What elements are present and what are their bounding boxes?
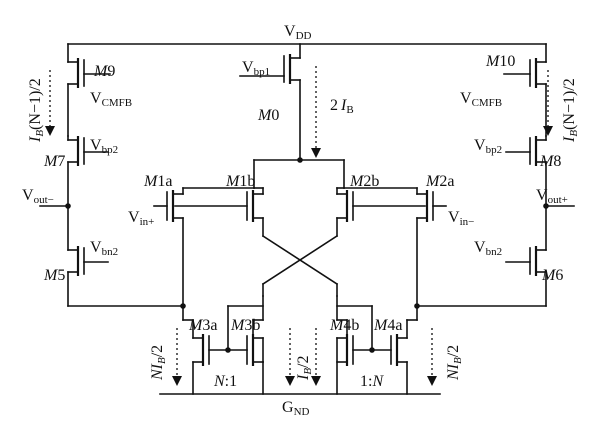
vout-minus-label: Vout− bbox=[22, 187, 54, 206]
tail-node-dot bbox=[297, 157, 303, 163]
cross-coupling bbox=[261, 234, 339, 297]
m8-label: M8 bbox=[539, 153, 561, 170]
vbn2-left-label: Vbn2 bbox=[90, 239, 118, 258]
vout-plus-dot bbox=[543, 203, 549, 209]
nib-right-arrow bbox=[427, 328, 437, 386]
ib-n1-left-arrow bbox=[45, 70, 55, 136]
vbn2-right-label: Vbn2 bbox=[474, 239, 502, 258]
vdd-label: VDD bbox=[284, 23, 312, 42]
transistor-m3b bbox=[227, 319, 264, 395]
transistor-m0 bbox=[239, 43, 301, 161]
ratio-left-label: N:1 bbox=[213, 373, 237, 390]
m2a-label: M2a bbox=[425, 173, 454, 190]
m0-label: M0 bbox=[257, 107, 279, 124]
ib-n1-left-label: IB(N−1)/2 bbox=[27, 78, 46, 143]
nib-left-label: NIB/2 bbox=[149, 345, 168, 381]
m4a-label: M4a bbox=[373, 317, 402, 334]
vout-plus-label: Vout+ bbox=[536, 187, 568, 206]
gnd-label: GND bbox=[282, 399, 310, 418]
m4b-label: M4b bbox=[329, 317, 359, 334]
transistor-m4a bbox=[371, 319, 418, 395]
ib-n1-right-label: IB(N−1)/2 bbox=[561, 78, 580, 143]
two-ib-arrow bbox=[311, 66, 321, 158]
transistor-m2a bbox=[343, 187, 447, 307]
vcmfb-left-label: VCMFB bbox=[90, 90, 132, 109]
m3a-label: M3a bbox=[188, 317, 217, 334]
transistor-m4b bbox=[336, 319, 373, 395]
transistor-m9 bbox=[67, 43, 111, 137]
m6-label: M6 bbox=[541, 267, 563, 284]
svg-text:NIB/2: NIB/2 bbox=[149, 345, 168, 381]
m7-label: M7 bbox=[43, 153, 65, 170]
ib-n1-right-arrow bbox=[543, 70, 553, 136]
ib-half-right-arrow bbox=[311, 328, 321, 386]
nib-left-arrow bbox=[172, 328, 182, 386]
vbp1-label: Vbp1 bbox=[242, 59, 270, 78]
transistor-m1a bbox=[153, 159, 255, 307]
vout-minus-dot bbox=[65, 203, 71, 209]
vbp2-left-label: Vbp2 bbox=[90, 137, 118, 156]
ib-half-label: IB/2 bbox=[295, 355, 314, 381]
m2b-label: M2b bbox=[349, 173, 379, 190]
svg-text:IB(N−1)/2: IB(N−1)/2 bbox=[561, 78, 580, 143]
vin-minus-label: Vin− bbox=[448, 209, 474, 228]
transistor-m1b bbox=[174, 187, 264, 237]
transistor-m5 bbox=[67, 246, 109, 307]
m1a-label: M1a bbox=[143, 173, 172, 190]
svg-text:IB(N−1)/2: IB(N−1)/2 bbox=[27, 78, 46, 143]
m1b-label: M1b bbox=[225, 173, 255, 190]
ratio-right-label: 1:N bbox=[360, 373, 384, 390]
svg-text:IB/2: IB/2 bbox=[295, 355, 314, 381]
vin-plus-label: Vin+ bbox=[128, 209, 154, 228]
nib-right-label: NIB/2 bbox=[445, 345, 464, 381]
transistor-m6 bbox=[505, 246, 547, 307]
m10-label: M10 bbox=[485, 53, 515, 70]
transistor-m3a bbox=[182, 319, 229, 395]
m9-label: M9 bbox=[93, 63, 115, 80]
m3b-label: M3b bbox=[230, 317, 260, 334]
m5-label: M5 bbox=[43, 267, 65, 284]
svg-text:NIB/2: NIB/2 bbox=[445, 345, 464, 381]
transistor-m2b bbox=[336, 159, 426, 237]
vcmfb-right-label: VCMFB bbox=[460, 90, 502, 109]
vbp2-right-label: Vbp2 bbox=[474, 137, 502, 156]
ib-half-left-arrow bbox=[285, 328, 295, 386]
